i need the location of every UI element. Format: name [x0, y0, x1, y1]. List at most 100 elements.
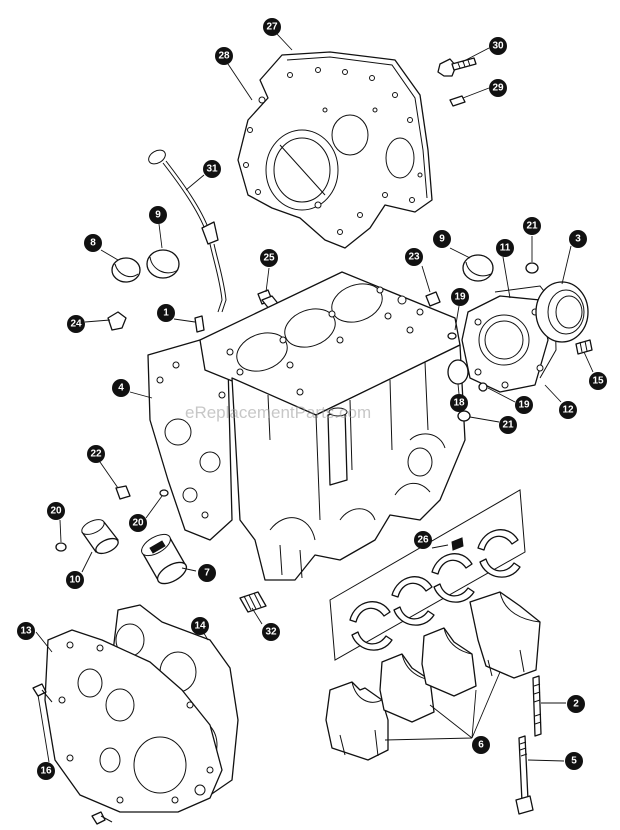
- callout-26: 26: [414, 531, 432, 549]
- callout-9-left: 9: [149, 206, 167, 224]
- svg-text:32: 32: [265, 627, 277, 638]
- svg-text:28: 28: [218, 51, 230, 62]
- svg-text:16: 16: [40, 766, 52, 777]
- svg-text:12: 12: [562, 405, 574, 416]
- callout-5: 5: [565, 752, 583, 770]
- watermark-text: eReplacementParts.com: [185, 403, 371, 422]
- callout-15: 15: [589, 372, 607, 390]
- rear-plate: [237, 51, 433, 249]
- svg-text:21: 21: [502, 420, 514, 431]
- svg-text:5: 5: [571, 756, 577, 767]
- callout-21-bottom: 21: [499, 416, 517, 434]
- dowel-20-a: [159, 489, 169, 497]
- callout-28: 28: [215, 47, 233, 65]
- svg-text:9: 9: [439, 234, 445, 245]
- callout-32: 32: [262, 623, 280, 641]
- bearing-set-26: [329, 489, 526, 661]
- bolt-30: [437, 57, 477, 77]
- callout-22: 22: [87, 445, 105, 463]
- dowel-20-b: [55, 542, 67, 552]
- svg-text:29: 29: [492, 83, 504, 94]
- bolt-5: [515, 735, 534, 815]
- callout-19-top: 19: [451, 288, 469, 306]
- svg-text:15: 15: [592, 376, 604, 387]
- svg-text:19: 19: [518, 400, 530, 411]
- plug-9-right: [462, 254, 494, 282]
- dipstick-31: [148, 149, 227, 313]
- callout-29: 29: [489, 79, 507, 97]
- bushing-7: [141, 533, 188, 585]
- bearing-caps-6: [325, 591, 541, 761]
- callout-31: 31: [203, 160, 221, 178]
- callout-23: 23: [405, 248, 423, 266]
- bushing-10: [81, 519, 119, 555]
- svg-text:6: 6: [478, 740, 484, 751]
- svg-text:26: 26: [417, 535, 429, 546]
- plug-18: [447, 359, 469, 385]
- callout-21-top: 21: [523, 217, 541, 235]
- svg-text:27: 27: [266, 22, 278, 33]
- stud-2: [532, 675, 542, 737]
- svg-text:14: 14: [194, 621, 206, 632]
- front-plate-12: [461, 295, 549, 393]
- callout-8: 8: [84, 234, 102, 252]
- callout-12: 12: [559, 401, 577, 419]
- plug-8: [111, 257, 141, 283]
- plug-22: [115, 485, 131, 500]
- plug-21-bottom: [457, 410, 471, 422]
- leader-lines: [35, 33, 594, 763]
- svg-text:31: 31: [206, 164, 218, 175]
- callout-25: 25: [260, 249, 278, 267]
- svg-text:21: 21: [526, 221, 538, 232]
- callout-24: 24: [67, 315, 85, 333]
- callout-13: 13: [17, 622, 35, 640]
- callout-20-left: 20: [47, 502, 65, 520]
- svg-text:2: 2: [573, 699, 579, 710]
- callout-2: 2: [567, 695, 585, 713]
- callout-1: 1: [157, 304, 175, 322]
- stud-32: [239, 591, 267, 613]
- bolts-16: [32, 683, 113, 825]
- svg-text:7: 7: [204, 568, 210, 579]
- callout-11: 11: [496, 239, 514, 257]
- plug-23: [425, 291, 441, 307]
- svg-text:18: 18: [453, 398, 465, 409]
- svg-text:22: 22: [90, 449, 102, 460]
- callout-6: 6: [472, 736, 490, 754]
- gasket-13: [44, 629, 223, 813]
- callout-16: 16: [37, 762, 55, 780]
- pin-1: [194, 315, 205, 333]
- callouts: 27 30 28 29 31 9 8 25 9 23 11 21 3 1 24 …: [17, 18, 607, 780]
- dowel-19-bottom: [478, 382, 488, 392]
- svg-text:30: 30: [492, 41, 504, 52]
- seal-3: [535, 281, 589, 343]
- dowel-19-top: [447, 332, 457, 340]
- svg-text:13: 13: [20, 626, 32, 637]
- svg-text:20: 20: [132, 518, 144, 529]
- svg-text:8: 8: [90, 238, 96, 249]
- callout-19-bottom: 19: [515, 396, 533, 414]
- callout-14: 14: [191, 617, 209, 635]
- callout-30: 30: [489, 37, 507, 55]
- svg-text:3: 3: [575, 234, 581, 245]
- svg-text:1: 1: [163, 308, 169, 319]
- svg-text:25: 25: [263, 253, 275, 264]
- callout-7: 7: [198, 564, 216, 582]
- svg-text:4: 4: [118, 383, 124, 394]
- callout-18: 18: [450, 394, 468, 412]
- svg-text:20: 20: [50, 506, 62, 517]
- bolt-15: [575, 339, 593, 355]
- callout-4: 4: [112, 379, 130, 397]
- callout-20-right: 20: [129, 514, 147, 532]
- svg-text:11: 11: [500, 243, 511, 254]
- callout-27: 27: [263, 18, 281, 36]
- svg-text:10: 10: [69, 575, 81, 586]
- callout-3: 3: [569, 230, 587, 248]
- cylinder-block: [147, 271, 466, 581]
- plug-29: [449, 95, 466, 107]
- plug-9-left: [146, 249, 180, 279]
- callout-9-right: 9: [433, 230, 451, 248]
- svg-text:23: 23: [408, 252, 420, 263]
- callout-10: 10: [66, 571, 84, 589]
